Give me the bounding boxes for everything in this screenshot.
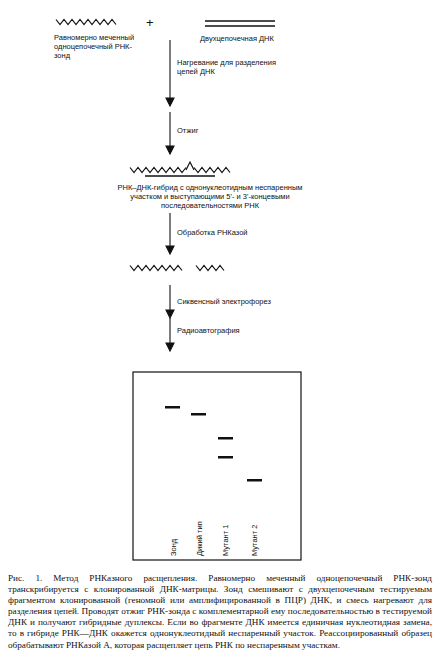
dna-strand — [205, 25, 275, 26]
probe-label: Равномерно меченный одноцепочечный РНК-з… — [54, 33, 144, 60]
step-label: Нагревание для разделения цепей ДНК — [177, 58, 287, 76]
mismatch-bulge — [186, 162, 194, 170]
rna-wave — [196, 266, 224, 271]
gel-bands — [165, 406, 262, 482]
lane-label: Дикий тип — [195, 521, 204, 556]
rna-wave — [130, 168, 186, 173]
plus-sign: + — [146, 16, 158, 29]
dna-strand — [205, 20, 275, 21]
dna-label: Двухцепочечная ДНК — [200, 34, 300, 43]
rna-wave — [130, 266, 182, 271]
lane-label: Мутант 2 — [250, 525, 259, 556]
step-label: Отжиг — [177, 126, 237, 135]
hybrid-label: РНК–ДНК-гибрид с однонуклеотидным неспар… — [110, 183, 310, 210]
dna-strand — [145, 175, 215, 176]
step-label: Обработка РНКазой — [177, 228, 297, 237]
lane-label: Мутант 1 — [221, 525, 230, 556]
figure-caption: Рис. 1. Метод РНКазного расщепления. Рав… — [8, 573, 432, 651]
step-label: Радиоавтография — [177, 326, 297, 335]
rna-wave — [194, 168, 230, 173]
step-label: Сиквенсный электрофорез — [177, 297, 317, 306]
lane-label: Зонд — [169, 539, 178, 556]
rna-wave — [56, 20, 116, 25]
gel-frame — [133, 372, 301, 560]
